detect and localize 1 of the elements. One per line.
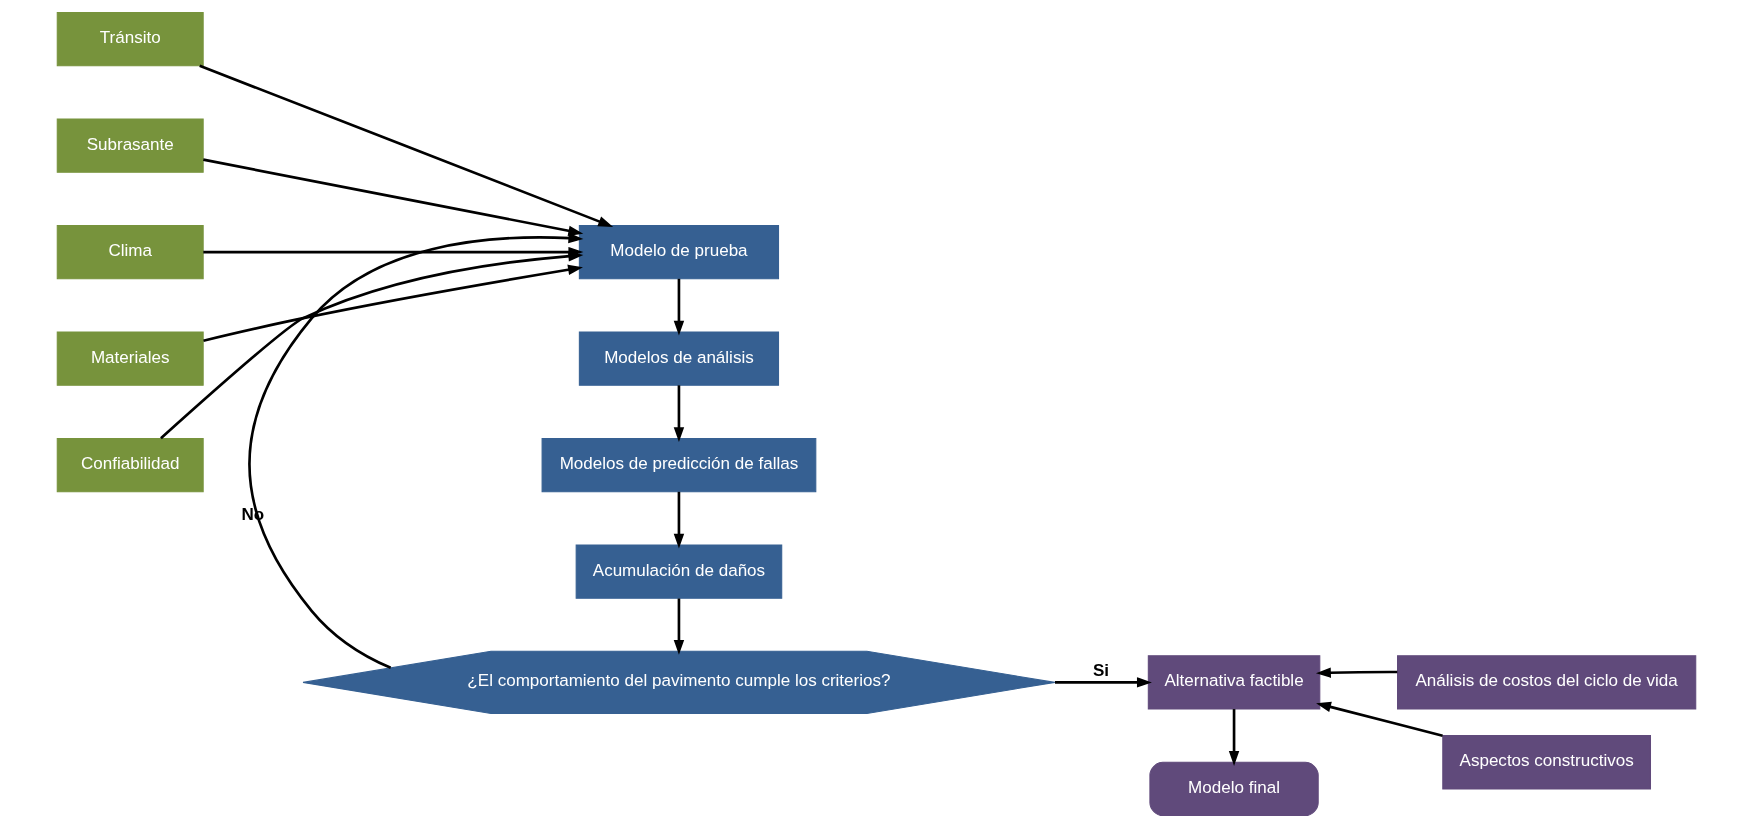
edge-label: Si [1092, 660, 1109, 680]
